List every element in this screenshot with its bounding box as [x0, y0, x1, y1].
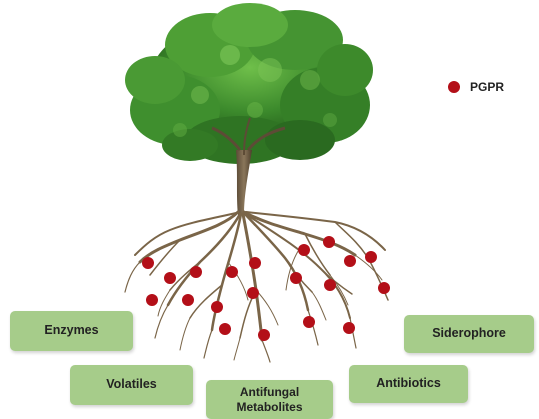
pgpr-dot	[323, 236, 335, 248]
enzymes-label-box: Enzymes	[10, 311, 133, 351]
pgpr-dot	[344, 255, 356, 267]
tree-roots	[125, 212, 388, 362]
legend-pgpr-dot	[448, 81, 460, 93]
antifungal-label-line1: Antifungal	[236, 385, 302, 400]
legend-pgpr-label: PGPR	[470, 80, 504, 94]
pgpr-dot	[343, 322, 355, 334]
pgpr-dot	[378, 282, 390, 294]
pgpr-dot	[324, 279, 336, 291]
pgpr-dot	[182, 294, 194, 306]
volatiles-label: Volatiles	[106, 377, 156, 393]
pgpr-dot	[142, 257, 154, 269]
pgpr-dot	[247, 287, 259, 299]
pgpr-dot	[146, 294, 158, 306]
pgpr-dot	[226, 266, 238, 278]
pgpr-dot	[365, 251, 377, 263]
antibiotics-label-box: Antibiotics	[349, 365, 468, 403]
antifungal-label-line2: Metabolites	[236, 400, 302, 415]
pgpr-dot	[219, 323, 231, 335]
antibiotics-label: Antibiotics	[376, 376, 441, 392]
siderophore-label: Siderophore	[432, 326, 506, 342]
legend: PGPR	[448, 80, 504, 94]
pgpr-dot	[298, 244, 310, 256]
pgpr-dot	[290, 272, 302, 284]
pgpr-dot	[249, 257, 261, 269]
pgpr-dot	[190, 266, 202, 278]
pgpr-dot	[164, 272, 176, 284]
antifungal-metabolites-label-box: Antifungal Metabolites	[206, 380, 333, 419]
pgpr-dot	[258, 329, 270, 341]
siderophore-label-box: Siderophore	[404, 315, 534, 353]
volatiles-label-box: Volatiles	[70, 365, 193, 405]
enzymes-label: Enzymes	[44, 323, 98, 339]
pgpr-dot	[211, 301, 223, 313]
tree-canopy	[125, 3, 373, 164]
pgpr-dot	[303, 316, 315, 328]
